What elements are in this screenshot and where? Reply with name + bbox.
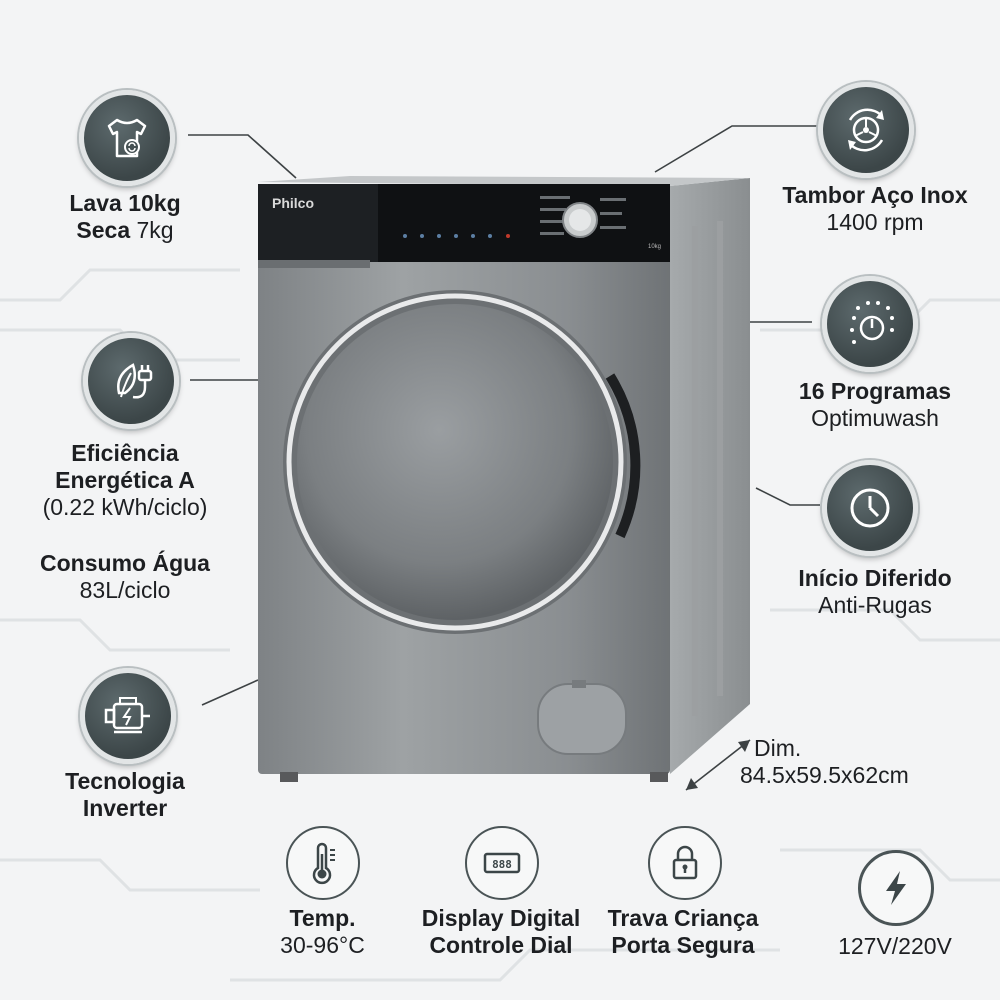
leaf-plug-icon — [117, 363, 153, 399]
inverter-motor-icon — [104, 697, 150, 734]
brand-logo: Philco — [272, 195, 314, 211]
program-dial-icon — [850, 301, 894, 344]
delay-line1: Início Diferido — [798, 565, 952, 591]
delay-start-badge — [822, 460, 918, 556]
voltage-label: 127V/220V — [815, 933, 975, 960]
programs-label: 16 Programas Optimuwash — [770, 378, 980, 432]
energy-label: Eficiência Energética A (0.22 kWh/ciclo) — [20, 440, 230, 521]
programs-badge — [822, 276, 918, 372]
lock-line1: Trava Criança — [607, 905, 759, 931]
display-digits: 888 — [492, 858, 512, 871]
energy-line3: (0.22 kWh/ciclo) — [42, 494, 208, 520]
dry-label: Seca — [76, 217, 131, 243]
inverter-badge — [80, 668, 176, 764]
clock-icon — [850, 488, 890, 528]
dimensions-line2: 84.5x59.5x62cm — [740, 762, 909, 788]
child-lock-label: Trava Criança Porta Segura — [595, 905, 771, 959]
temp-badge — [286, 826, 360, 900]
wash-dry-badge — [79, 90, 175, 186]
programs-line1: 16 Programas — [798, 378, 952, 404]
temp-line2: 30-96°C — [280, 932, 365, 958]
energy-line1: Eficiência — [71, 440, 179, 466]
voltage-badge — [858, 850, 934, 926]
drum-line2: 1400 rpm — [826, 209, 924, 235]
panel-capacity-label: 10kg — [648, 244, 661, 250]
display-label: Display Digital Controle Dial — [408, 905, 594, 959]
dry-capacity: 7kg — [130, 217, 174, 243]
digital-display-icon: 888 — [483, 852, 521, 874]
inverter-label: Tecnologia Inverter — [40, 768, 210, 822]
padlock-icon — [672, 845, 698, 880]
display-line1: Display Digital — [421, 905, 581, 931]
water-line2: 83L/ciclo — [79, 577, 171, 603]
thermometer-icon — [312, 842, 335, 885]
temp-label: Temp. 30-96°C — [250, 905, 395, 959]
drum-line1: Tambor Aço Inox — [782, 182, 968, 208]
water-label: Consumo Água 83L/ciclo — [20, 550, 230, 604]
drum-spin-icon — [848, 108, 884, 152]
display-badge: 888 — [465, 826, 539, 900]
energy-badge — [83, 333, 179, 429]
wash-capacity: Lava 10kg — [69, 190, 181, 216]
washing-machine: Philco 10kg — [258, 176, 750, 782]
delay-start-label: Início Diferido Anti-Rugas — [770, 565, 980, 619]
dimensions-line1: Dim. — [754, 735, 802, 761]
drum-badge — [818, 82, 914, 178]
inverter-line1: Tecnologia — [65, 768, 185, 794]
display-line2: Controle Dial — [429, 932, 573, 958]
child-lock-badge — [648, 826, 722, 900]
drum-label: Tambor Aço Inox 1400 rpm — [770, 182, 980, 236]
energy-line2: Energética A — [55, 467, 195, 493]
wash-dry-label: Lava 10kg Seca 7kg — [40, 190, 210, 244]
inverter-line2: Inverter — [82, 795, 168, 821]
lightning-icon — [886, 871, 906, 905]
tshirt-recycle-icon — [107, 118, 147, 158]
voltage-line1: 127V/220V — [838, 933, 952, 959]
lock-line2: Porta Segura — [611, 932, 755, 958]
water-line1: Consumo Água — [40, 550, 210, 576]
temp-line1: Temp. — [289, 905, 356, 931]
delay-line2: Anti-Rugas — [818, 592, 932, 618]
dimensions-label: Dim. 84.5x59.5x62cm — [740, 735, 960, 789]
programs-line2: Optimuwash — [811, 405, 939, 431]
